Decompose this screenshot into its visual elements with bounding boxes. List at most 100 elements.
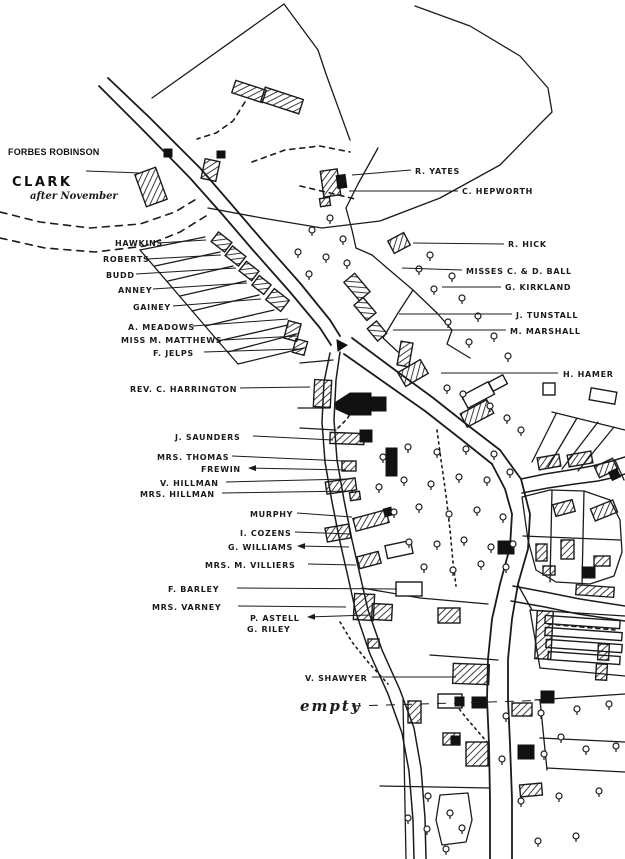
building-outline <box>588 387 618 405</box>
tree-icon <box>424 792 432 802</box>
leader-line-jelps <box>203 348 300 353</box>
tree-icon <box>442 845 450 855</box>
tree-icon <box>448 272 456 282</box>
label-empty: empty <box>300 697 555 715</box>
boundary-line <box>139 236 206 251</box>
boundary-line <box>355 247 373 256</box>
building-hatched <box>396 358 430 388</box>
label-text-meadows: A. MEADOWS <box>128 323 195 332</box>
leader-line-budd <box>135 267 237 275</box>
label-villiers: MRS. M. VILLIERS <box>205 561 357 570</box>
label-text-hamer: H. HAMER <box>563 370 614 379</box>
tree-icon <box>534 837 542 847</box>
building-hatched <box>200 157 221 183</box>
tree-icon <box>605 700 613 710</box>
label-text-tunstall: J. TUNSTALL <box>515 311 578 320</box>
label-thomas: MRS. THOMAS <box>157 453 345 462</box>
tree-icon <box>458 824 466 834</box>
footpath-dashed <box>0 197 199 229</box>
building-solid <box>454 696 465 707</box>
building-hatched <box>133 166 169 208</box>
tree-icon <box>390 508 398 518</box>
boundary-line <box>217 340 239 365</box>
tree-icon <box>498 755 506 765</box>
road-edge <box>486 463 513 859</box>
label-matthews: MISS M. MATTHEWS <box>121 335 298 345</box>
building-hatched <box>593 555 611 567</box>
boundary-line <box>402 699 407 859</box>
building-hatched <box>341 460 357 472</box>
tree-icon <box>379 453 387 463</box>
building-hatched <box>283 319 302 343</box>
label-text-budd: BUDD <box>106 271 135 280</box>
label-text-ball: MISSES C. & D. BALL <box>466 267 572 276</box>
building-solid <box>385 447 398 477</box>
field-boundaries <box>139 3 625 859</box>
label-text-villiers: MRS. M. VILLIERS <box>205 561 295 570</box>
tree-icon <box>415 265 423 275</box>
tree-icon <box>420 563 428 573</box>
tree-icon <box>557 733 565 743</box>
leader-line-varney <box>237 605 347 608</box>
building-hatched <box>511 702 533 717</box>
building-hatched <box>348 490 362 502</box>
footpath-dashed <box>339 621 389 685</box>
boundary-line <box>531 413 557 463</box>
building-hatched <box>566 450 594 468</box>
tree-icon <box>473 506 481 516</box>
label-text-saunders: J. SAUNDERS <box>174 433 240 442</box>
label-shawyer: V. SHAWYER <box>305 674 456 683</box>
label-text-mrs-hillman: MRS. HILLMAN <box>140 490 215 499</box>
tree-icon <box>449 566 457 576</box>
leader-line-matthews <box>223 335 298 341</box>
label-meadows: A. MEADOWS <box>128 318 289 332</box>
tree-icon <box>462 445 470 455</box>
tree-icon <box>405 538 413 548</box>
building-hatched <box>312 378 333 409</box>
tree-icon <box>326 214 334 224</box>
tree-icon <box>400 476 408 486</box>
building-outline <box>544 614 621 630</box>
label-cozens: I. COZENS <box>240 529 352 538</box>
label-text-hick: R. HICK <box>508 240 547 249</box>
label-clark: CLARK <box>12 170 141 190</box>
tree-icon <box>499 513 507 523</box>
building-hatched <box>542 565 556 576</box>
tree-icon <box>465 338 473 348</box>
label-text-forbes-robinson: FORBES ROBINSON <box>8 147 100 157</box>
label-text-murphy: MURPHY <box>250 510 293 519</box>
tree-icon <box>503 414 511 424</box>
building-outline <box>545 638 623 654</box>
label-after-november: after November <box>30 191 118 202</box>
building-hatched <box>386 231 412 255</box>
tree-icon <box>487 543 495 553</box>
leader-line-harrington <box>239 386 311 389</box>
building-hatched <box>324 477 358 495</box>
leader-line-murphy <box>296 512 353 518</box>
leader-line-barley <box>236 587 398 590</box>
leader-line-mrs-hillman <box>221 490 354 494</box>
boundary-line <box>539 667 625 677</box>
tree-icon <box>444 318 452 328</box>
road-edge <box>321 352 415 859</box>
tree-icon <box>433 448 441 458</box>
church-building <box>335 392 387 416</box>
road-edge <box>351 337 501 451</box>
label-hamer: H. HAMER <box>441 370 614 379</box>
boundary-line <box>167 265 234 282</box>
boundary-line <box>191 294 260 312</box>
building-hatched <box>574 583 616 599</box>
boundary-line <box>382 337 399 353</box>
label-yates: R. YATES <box>351 167 459 176</box>
tree-icon <box>483 476 491 486</box>
building-hatched <box>259 86 305 115</box>
boundary-line <box>521 489 623 585</box>
building-hatched <box>534 609 554 661</box>
tree-icon <box>502 563 510 573</box>
leader-line-cozens <box>294 531 352 535</box>
building-hatched <box>551 498 577 518</box>
boundary-line <box>412 289 438 314</box>
label-text-kirkland: G. KIRKLAND <box>505 283 571 292</box>
label-text-williams: G. WILLIAMS <box>228 543 293 552</box>
label-text-clark: CLARK <box>12 175 72 190</box>
